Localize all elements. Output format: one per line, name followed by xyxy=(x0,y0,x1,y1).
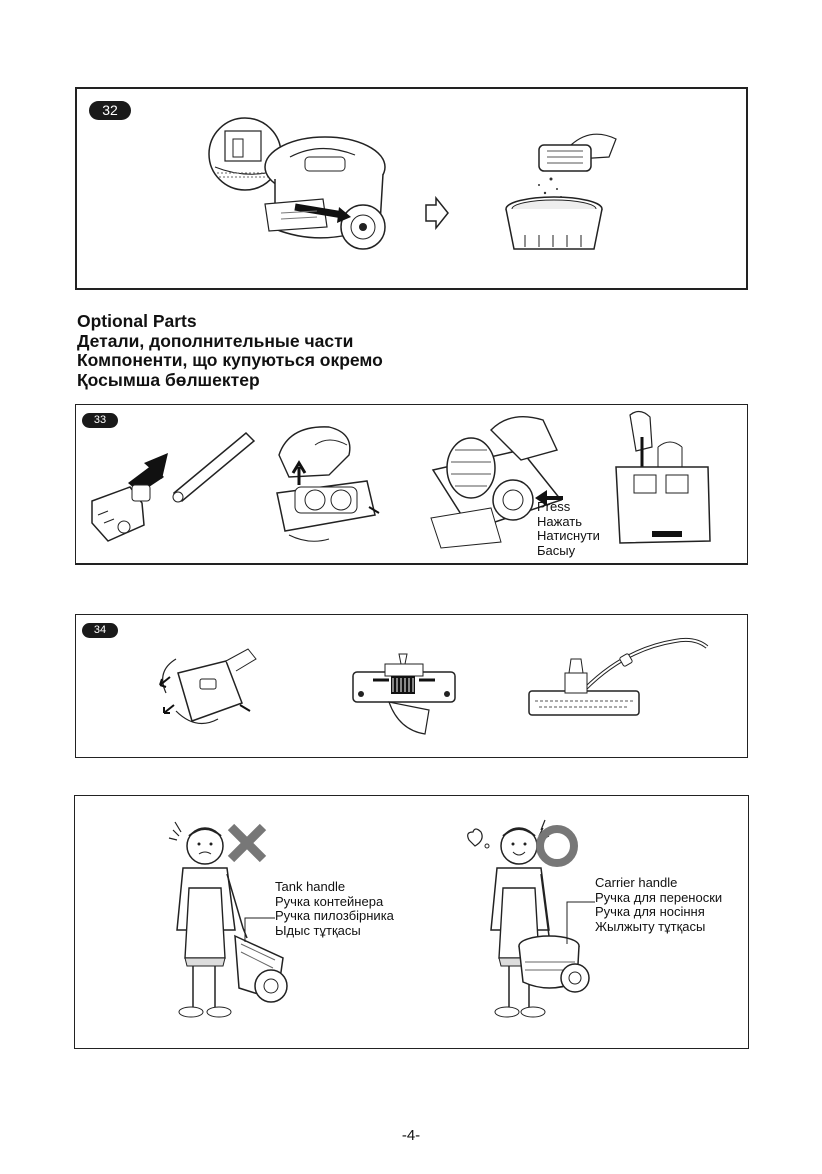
heading-english: Optional Parts xyxy=(77,311,197,331)
person-carrying-by-tank-handle-illustration xyxy=(168,821,288,1018)
press-label-ru: Нажать xyxy=(537,513,582,529)
turbo-brush-roller-removal-illustration xyxy=(276,426,380,542)
carrier-handle-pointer-line xyxy=(566,901,595,944)
turbo-brush-press-latch-illustration xyxy=(430,416,563,549)
press-label-en: Press xyxy=(537,499,571,514)
person-carrying-by-carrier-handle-illustration xyxy=(467,819,590,1018)
carrier-handle-label-uk: Ручка для носіння xyxy=(595,904,705,919)
page-number: -4- xyxy=(401,1127,421,1144)
press-label-uk: Натиснути xyxy=(537,528,600,543)
empty-into-trash-bin-illustration xyxy=(505,133,617,250)
heading-ukrainian: Компоненти, що купуються окремо xyxy=(77,350,383,370)
tank-handle-label-uk: Ручка пилозбірника xyxy=(275,908,394,923)
heading-kazakh: Қосымша бөлшектер xyxy=(77,369,260,390)
circle-correct-icon xyxy=(536,825,578,867)
carrying-instructions-panel: Tank handle Ручка контейнера Ручка пилоз… xyxy=(74,795,749,1049)
step-number-badge: 33 xyxy=(82,413,118,428)
floor-brush-disassembly-illustration xyxy=(159,648,257,725)
carrier-handle-label-kk: Жылжыту тұтқасы xyxy=(595,918,706,934)
carrier-handle-label-ru: Ручка для переноски xyxy=(595,889,723,905)
press-label-group: Press Нажать Натиснути Басыу xyxy=(537,499,600,558)
optional-parts-heading: Optional Parts Детали, дополнительные ча… xyxy=(77,311,383,390)
tank-handle-label-kk: Ыдыс тұтқасы xyxy=(275,922,361,938)
tank-handle-label-en: Tank handle xyxy=(275,879,346,894)
heading-russian: Детали, дополнительные части xyxy=(77,330,354,351)
cross-wrong-icon xyxy=(227,823,267,863)
arrow-right-icon xyxy=(425,195,449,231)
step-number-badge: 32 xyxy=(89,101,131,120)
step-32-panel: 32 xyxy=(75,87,748,290)
tank-handle-pointer-line xyxy=(244,917,275,942)
floor-brush-wheels-illustration xyxy=(352,653,456,735)
floor-brush-with-hose-illustration xyxy=(528,637,709,716)
step-number-badge: 34 xyxy=(82,623,118,638)
tank-handle-label-ru: Ручка контейнера xyxy=(275,893,384,909)
press-label-kk: Басыу xyxy=(537,542,576,558)
carrier-handle-label-en: Carrier handle xyxy=(595,875,678,890)
vacuum-cleaner-dust-container-illustration xyxy=(208,117,386,250)
step-33-panel: 33 Press Нажать Натиснути Бас xyxy=(75,404,748,565)
turbo-brush-attach-pipe-illustration xyxy=(91,431,256,542)
screwdriver-cleaning-illustration xyxy=(615,410,711,544)
tank-handle-labels: Tank handle Ручка контейнера Ручка пилоз… xyxy=(275,879,394,938)
step-34-panel: 34 xyxy=(75,614,748,758)
carrier-handle-labels: Carrier handle Ручка для переноски Ручка… xyxy=(595,875,723,934)
